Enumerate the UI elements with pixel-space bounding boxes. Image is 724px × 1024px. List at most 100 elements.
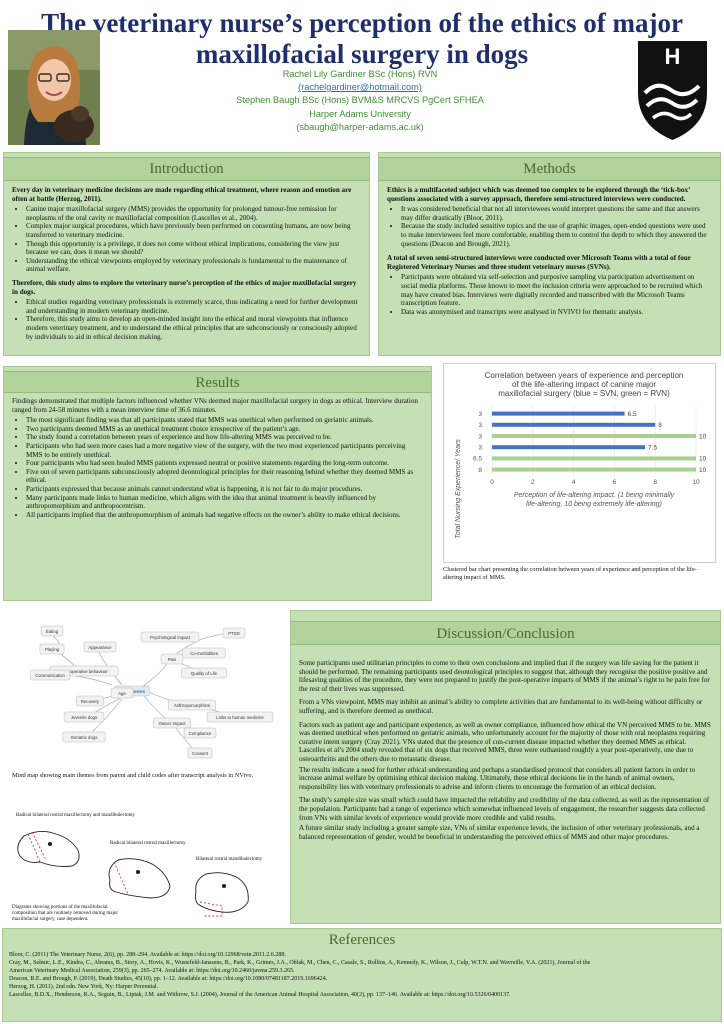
references-panel: References Bloor, C. (2011) The Veterina… bbox=[2, 928, 722, 1022]
chart-ylabel: Total Nursing Experience/ Years bbox=[455, 439, 462, 539]
institution: Harper Adams University bbox=[309, 108, 411, 119]
introduction-bullets-1: Canine major maxillofacial surgery (MMS)… bbox=[26, 205, 361, 274]
list-item: All participants implied that the anthro… bbox=[26, 511, 423, 520]
introduction-lead: Every day in veterinary medicine decisio… bbox=[12, 186, 352, 203]
introduction-aim: Therefore, this study aims to explore th… bbox=[12, 278, 357, 296]
author-1-name: Rachel Lily Gardiner BSc (Hons) RVN bbox=[282, 69, 438, 79]
chart-xlabel-line: life-altering, 10 being extremely life-a… bbox=[526, 501, 662, 508]
introduction-title: Introduction bbox=[4, 157, 369, 181]
mind-map-node-label: Post operative behaviour bbox=[60, 669, 108, 674]
mind-map-node: Compliance bbox=[183, 727, 217, 739]
discussion-paragraph: Factors such as patient age and particip… bbox=[299, 720, 711, 763]
chart-bar bbox=[492, 445, 645, 450]
chart-bars: 6.5 8 10 7.5 10 10 bbox=[492, 411, 707, 474]
list-item: Two participants deemed MMS as an unethi… bbox=[26, 425, 423, 434]
results-bullets: The most significant finding was that al… bbox=[26, 416, 423, 519]
diagram-label-2: Radical bilateral rostral maxillectomy bbox=[110, 841, 186, 846]
mind-map-node: Co-morbidities bbox=[182, 647, 226, 659]
chart-data-label: 8 bbox=[658, 422, 662, 429]
chart-data-label: 6.5 bbox=[628, 411, 637, 418]
mind-map-node-label: Anthropomorphism bbox=[174, 703, 211, 708]
poster-header: The veterinary nurse’s perception of the… bbox=[0, 0, 724, 150]
reference-item: Cray, M., Selmic, L.E., Kindra, C., Abra… bbox=[9, 960, 591, 966]
mind-map-node: PTSD bbox=[222, 627, 246, 639]
mind-map-node-label: Pain bbox=[168, 657, 177, 662]
chart-xtick-label: 4 bbox=[572, 479, 576, 486]
mind-map-node-label: Consent bbox=[192, 751, 209, 756]
chart-category-label: 6.5 bbox=[473, 456, 482, 463]
chart-bar bbox=[492, 456, 696, 461]
list-item: Canine major maxillofacial surgery (MMS)… bbox=[26, 205, 361, 222]
chart-xtick-label: 6 bbox=[613, 479, 617, 486]
list-item: Five out of seven participants subconsci… bbox=[26, 468, 423, 485]
mind-map-node: Communication bbox=[29, 669, 71, 681]
mind-map-node-label: Eating bbox=[46, 629, 59, 634]
author-2-name: Stephen Baugh BSc (Hons) BVM&S MRCVS PgC… bbox=[236, 95, 484, 106]
reference-item: Herzog, H. (2011). 2nd edn. New York, Ny… bbox=[9, 984, 159, 990]
list-item: Data was anonymised and transcripts were… bbox=[401, 308, 712, 317]
discussion-panel: Discussion/Conclusion Some participants … bbox=[290, 610, 721, 924]
list-item: Participants were obtained via self-sele… bbox=[401, 273, 712, 307]
mind-map-node-label: Psychological impact bbox=[150, 635, 191, 640]
surgery-diagram: Radical bilateral rostral maxillectomy a… bbox=[10, 806, 282, 924]
discussion-paragraph: The study’s sample size was small which … bbox=[299, 796, 710, 822]
list-item: Participants who had seen more cases had… bbox=[26, 442, 423, 459]
chart-xtick-label: 10 bbox=[692, 479, 700, 486]
list-item: Understanding the ethical viewpoints emp… bbox=[26, 257, 361, 274]
diagram-label-1: Radical bilateral rostral maxillectomy a… bbox=[16, 813, 135, 818]
list-item: Though this opportunity is a privilege, … bbox=[26, 240, 361, 257]
list-item: Four participants who had seen healed MM… bbox=[26, 459, 423, 468]
mind-map-node-label: Playing bbox=[45, 647, 60, 652]
chart-data-label: 10 bbox=[699, 456, 707, 463]
mind-map-node: Geriatric dogs bbox=[62, 731, 106, 743]
chart-title: Correlation between years of experience … bbox=[485, 371, 684, 398]
university-logo-icon: H bbox=[635, 38, 710, 143]
diagram-caption: Diagrams showing portions of the maxillo… bbox=[12, 905, 119, 922]
mind-map-node: Playing bbox=[39, 643, 65, 655]
mind-map-node-label: PTSD bbox=[228, 631, 239, 636]
mind-map-node: Appearance bbox=[83, 641, 117, 653]
mind-map-node-label: Owner Impact bbox=[159, 721, 187, 726]
chart-xtick-label: 2 bbox=[531, 479, 535, 486]
list-item: Complex major surgical procedures, which… bbox=[26, 222, 361, 239]
methods-bullets-1: It was considered beneficial that not al… bbox=[401, 205, 712, 248]
methods-lead: Ethics is a multifaceted subject which w… bbox=[387, 186, 690, 203]
reference-item: Lascelles, B.D.X., Henderson, R.A., Segu… bbox=[9, 992, 511, 998]
chart-bar bbox=[492, 411, 625, 416]
list-item: The most significant finding was that al… bbox=[26, 416, 423, 425]
list-item: Many participants made links to human me… bbox=[26, 494, 423, 511]
chart-data-label: 10 bbox=[699, 433, 707, 440]
mind-map-node: Quality of Life bbox=[181, 667, 227, 679]
discussion-paragraph: The results indicate a need for further … bbox=[299, 765, 696, 791]
author-1-email-link[interactable]: (rachelgardiner@hotmail.com) bbox=[298, 82, 422, 93]
methods-panel: Methods Ethics is a multifaceted subject… bbox=[378, 152, 721, 356]
surgery-diagram-svg: Radical bilateral rostral maxillectomy a… bbox=[16, 813, 263, 917]
mind-map-node-label: Communication bbox=[35, 673, 65, 678]
author-photo bbox=[8, 30, 100, 145]
references-list: Bloor, C. (2011) The Veterinary Nurse, 2… bbox=[3, 949, 721, 1001]
discussion-paragraph: Some participants used utilitarian princ… bbox=[299, 659, 710, 693]
mind-map-node-label: Recovery bbox=[81, 699, 100, 704]
mind-map-node-label: Co-morbidities bbox=[190, 651, 218, 656]
mind-map-node: Age bbox=[110, 687, 134, 699]
chart-data-label: 10 bbox=[699, 467, 707, 474]
mind-map-node: Recovery bbox=[76, 695, 104, 707]
methods-lead-2: A total of seven semi-structured intervi… bbox=[387, 254, 691, 271]
list-item: It was considered beneficial that not al… bbox=[401, 205, 712, 222]
chart-data-label: 7.5 bbox=[648, 445, 657, 452]
chart-category-label: 3 bbox=[478, 433, 482, 440]
diagram-label-3: Bilateral rostral mandibulectomy bbox=[196, 857, 263, 862]
chart-xlabel-line: Perception of life-altering impact. (1 b… bbox=[514, 492, 675, 499]
mind-map-node: Anthropomorphism bbox=[167, 699, 217, 711]
chart-xtick-label: 0 bbox=[490, 479, 494, 486]
mind-map-node: Psychological impact bbox=[140, 631, 200, 643]
chart-caption: Clustered bar chart presenting the corre… bbox=[443, 566, 697, 581]
chart-xlabel: Perception of life-altering impact. (1 b… bbox=[514, 492, 675, 508]
chart-category-label: 3 bbox=[478, 445, 482, 452]
author-2-email: (sbaugh@harper-adams.ac.uk) bbox=[296, 121, 424, 132]
list-item: Participants expressed that because anim… bbox=[26, 485, 423, 494]
results-chart: Correlation between years of experience … bbox=[443, 363, 716, 563]
methods-bullets-2: Participants were obtained via self-sele… bbox=[401, 273, 712, 316]
